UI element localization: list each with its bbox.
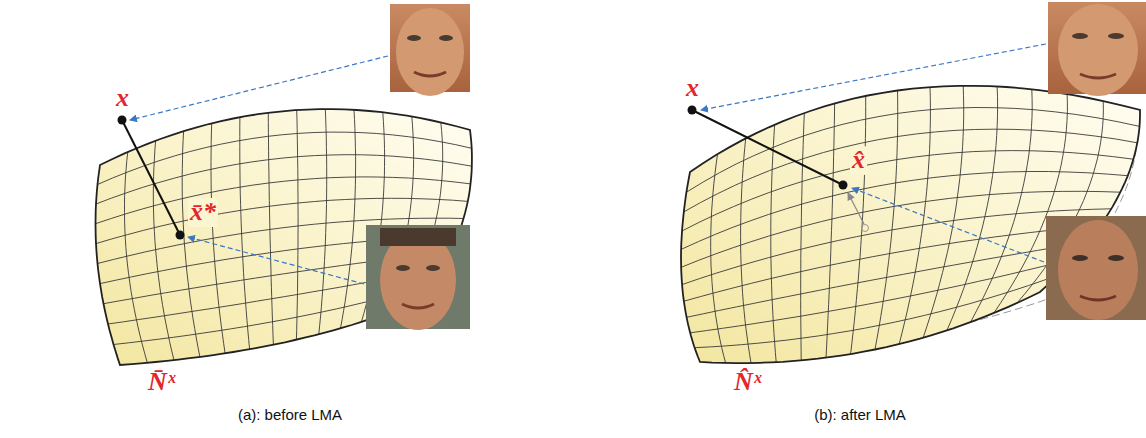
grid-line: [711, 154, 726, 363]
projection-line: [692, 110, 843, 185]
point-label: x: [684, 74, 701, 103]
grid-line: [153, 141, 174, 360]
old-point: [862, 225, 869, 232]
point-label: x̂: [850, 146, 867, 175]
grid-line: [899, 87, 930, 344]
surface-border: [96, 109, 472, 365]
grid-line: [695, 275, 1058, 347]
face-photo: [366, 225, 470, 330]
shift-arrow: [848, 193, 864, 224]
leader-line: [852, 188, 1044, 262]
face-photo: [1048, 2, 1146, 96]
manifold-label: N̂ˣ: [732, 368, 764, 397]
surface-fill: [96, 109, 472, 365]
grid-line: [96, 177, 471, 224]
point-label: x: [114, 84, 131, 113]
grid-line: [687, 242, 1088, 317]
subfigure-caption: (a): before LMA: [238, 407, 342, 424]
grid-line: [923, 86, 964, 338]
grid-line: [341, 110, 356, 328]
grid-line: [684, 225, 1101, 301]
subfigure-caption: (b): after LMA: [814, 407, 906, 424]
leader-line: [188, 237, 364, 284]
grid-line: [826, 104, 835, 358]
face-photo: [390, 4, 470, 96]
leader-line: [701, 44, 1046, 110]
point-label: x̄*: [188, 198, 218, 227]
grid-line: [947, 87, 998, 331]
grid-line: [296, 110, 298, 340]
grid-line: [875, 91, 898, 350]
grid-line: [686, 108, 1139, 193]
leader-line: [130, 56, 388, 120]
grid-line: [771, 125, 776, 363]
grid-line: [125, 152, 148, 363]
manifold-surface: [96, 86, 1141, 365]
point: [839, 181, 848, 190]
grid-line: [182, 131, 200, 357]
grid-line: [741, 138, 751, 363]
point: [688, 106, 697, 115]
grid-line: [319, 109, 327, 334]
face-photo: [1046, 216, 1146, 320]
grid-line: [690, 259, 1074, 333]
point: [176, 231, 185, 240]
point: [118, 116, 127, 125]
projection-line: [122, 120, 180, 235]
manifold-label: N̄ˣ: [146, 368, 178, 397]
grid-line: [801, 113, 805, 360]
